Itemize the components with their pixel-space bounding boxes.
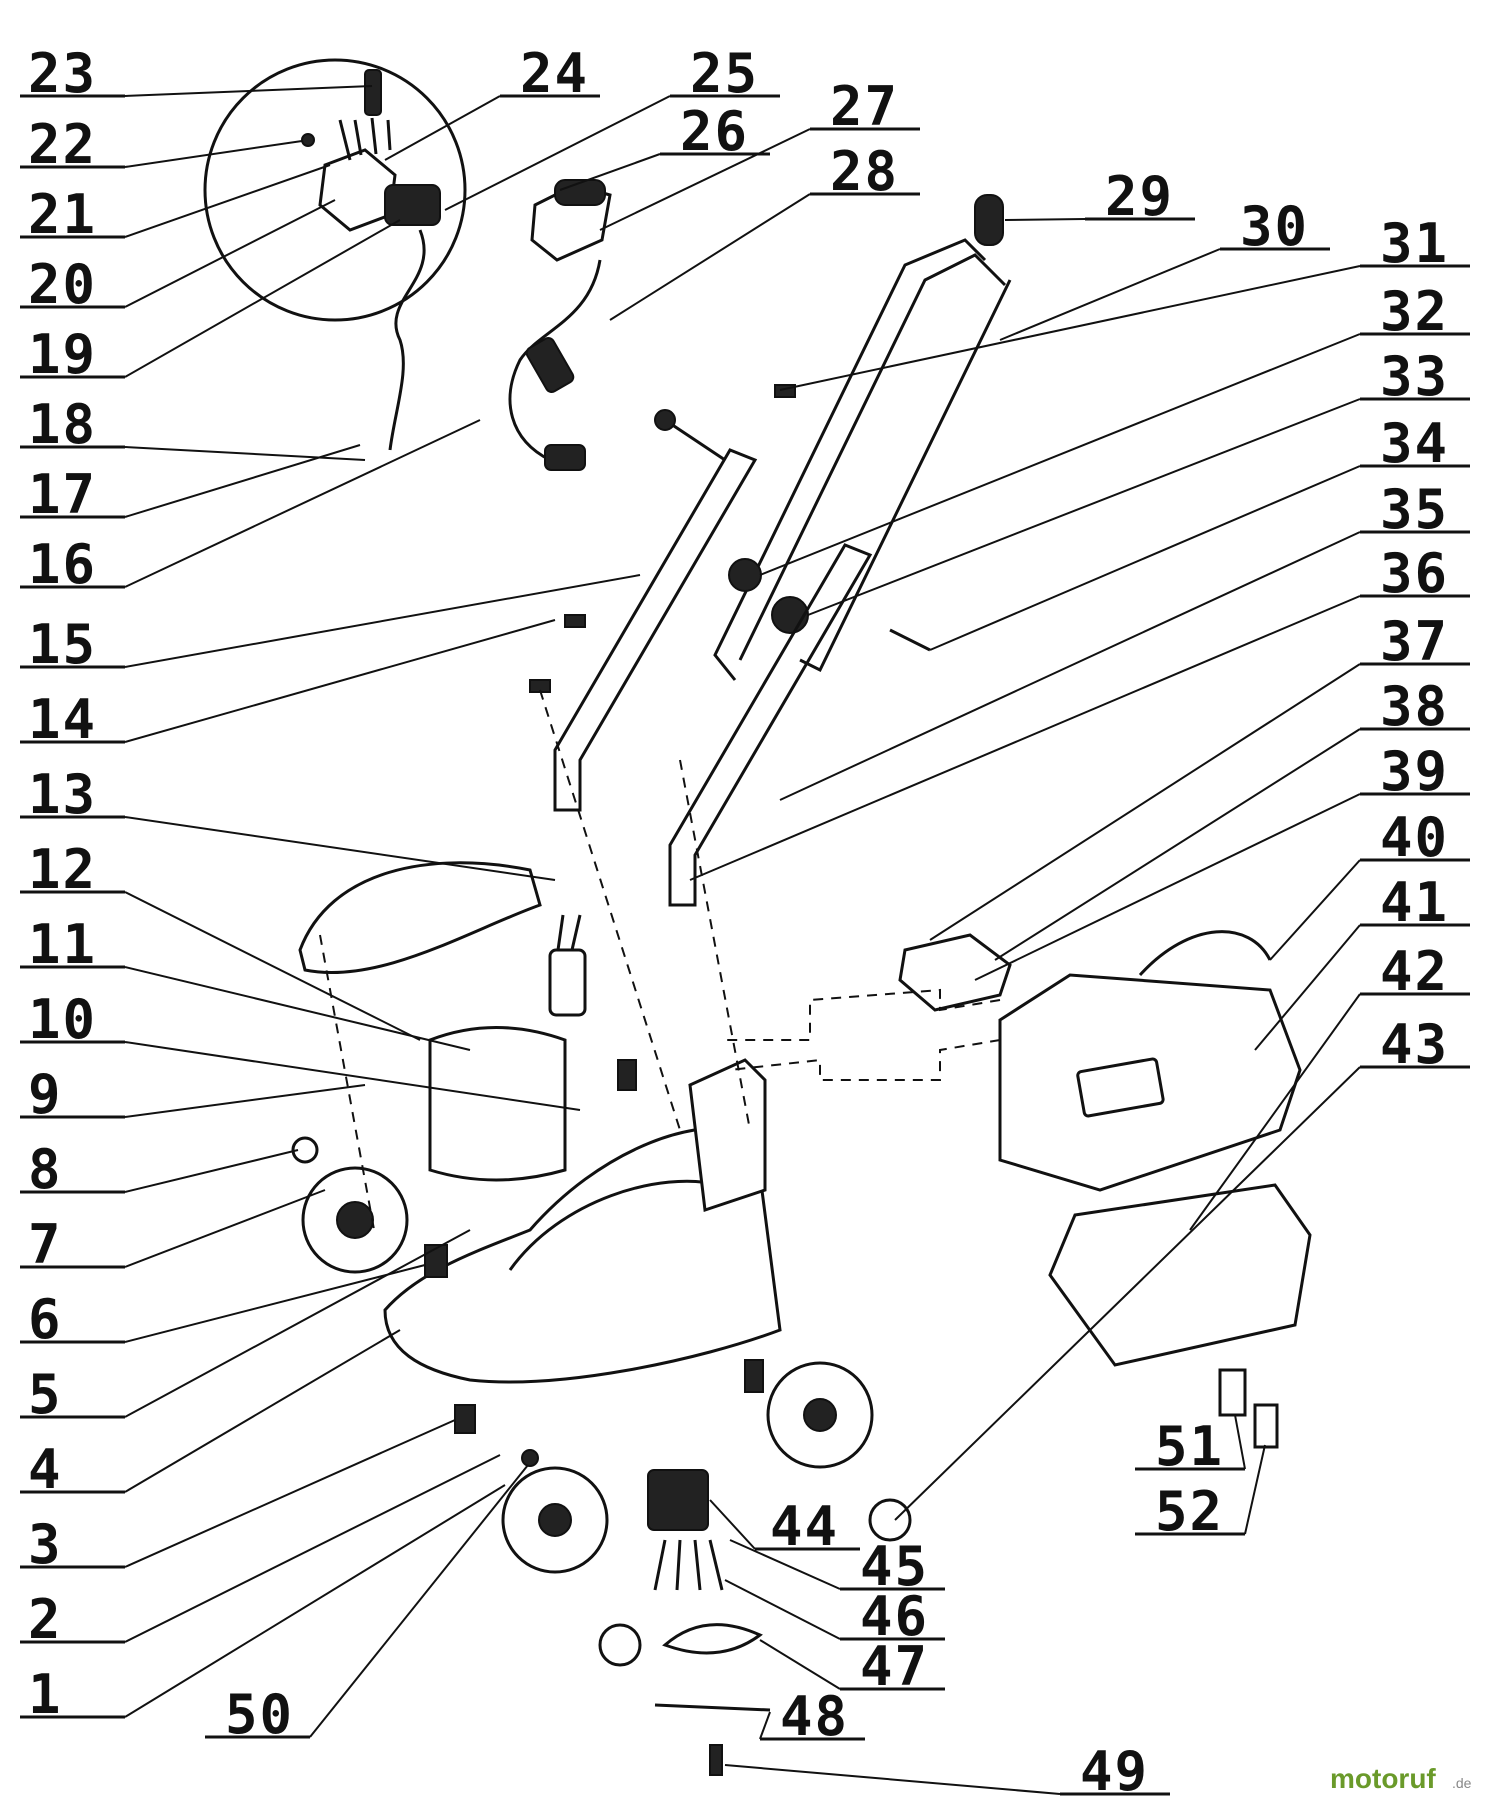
bracket-3 (454, 1404, 476, 1434)
blade-48 (654, 1703, 771, 1712)
grass-box-bottom (1048, 1183, 1312, 1367)
lower-handle-left (553, 448, 758, 812)
plug-cable (508, 259, 602, 462)
rear-wheel-hub (336, 1201, 374, 1239)
capacitor-leads (556, 914, 582, 951)
bolt-49 (709, 1744, 723, 1776)
rear-flap (898, 933, 1012, 1012)
plug-connector (544, 444, 586, 471)
lower-handle-right (668, 543, 873, 907)
cable-clip-29 (974, 194, 1004, 246)
assembly-line-1 (539, 689, 681, 1131)
bracket-front (744, 1359, 764, 1393)
bolt-head (654, 409, 676, 431)
part-label-49: 49 (1080, 1740, 1149, 1800)
screw-22 (301, 133, 315, 147)
wheel-cap-1 (598, 1623, 642, 1667)
screws-23 (338, 117, 392, 161)
front-wheel-left-hub (538, 1503, 572, 1537)
fan-44 (647, 1469, 709, 1531)
upper-handle-inner (738, 253, 1007, 661)
right-labels: 24 25 26 27 28 29 30 31 32 33 34 35 36 3… (205, 42, 1470, 1800)
upper-handle-left (713, 238, 987, 681)
assembly-line-4 (729, 1039, 1001, 1081)
cable (388, 229, 426, 451)
switch-housing (384, 184, 441, 226)
bolt-35 (889, 628, 931, 652)
motor-cover (298, 861, 542, 975)
knob-32 (728, 558, 762, 592)
wheel-cap-43 (868, 1498, 912, 1542)
bracket-6 (424, 1244, 448, 1278)
wheel-cap-8 (291, 1136, 319, 1164)
assembly-line-3 (725, 988, 1001, 1041)
motor (428, 1026, 567, 1182)
switch-detail-circle (203, 58, 467, 322)
assembly-line-5 (319, 934, 376, 1236)
grass-box-handle (1138, 930, 1272, 977)
deck-inner-rim (508, 1179, 721, 1271)
label-52 (1253, 1403, 1279, 1449)
switch-box (318, 148, 397, 232)
watermark-brand: motoruf (1330, 1763, 1436, 1794)
grass-box-window (1076, 1057, 1165, 1118)
part-23-clip (364, 69, 382, 116)
bolt-34 (664, 418, 726, 462)
plug-body (525, 337, 575, 393)
watermark: motoruf .de (1330, 1763, 1472, 1794)
label-51 (1218, 1368, 1247, 1417)
capacitor (548, 948, 587, 1017)
clip-15 (564, 614, 586, 628)
front-wheel-right-hub (803, 1398, 837, 1432)
left-labels: 23 22 21 20 19 18 17 16 15 14 13 12 11 1… (20, 42, 641, 1726)
blade-holder-47 (662, 1623, 763, 1655)
washer-50 (521, 1449, 539, 1467)
bracket-9 (617, 1059, 637, 1091)
handle-mount (688, 1058, 767, 1213)
watermark-domain: .de (1452, 1775, 1472, 1791)
parts-drawing (203, 58, 1312, 1776)
screws-46 (653, 1539, 724, 1591)
